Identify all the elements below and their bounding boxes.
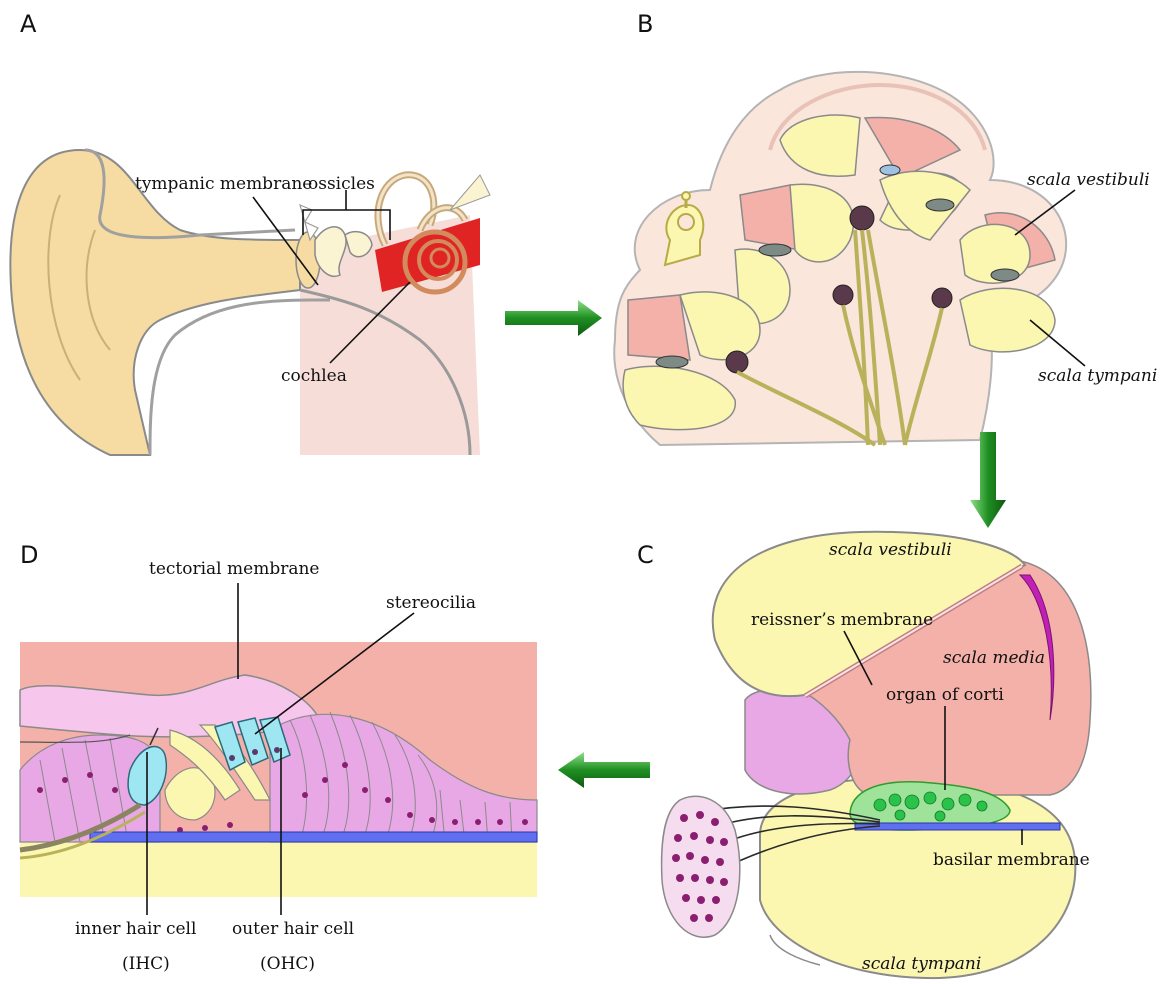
- label-inner-hair-cell: inner hair cell: [75, 919, 196, 939]
- label-outer-hair-cell: outer hair cell: [232, 919, 354, 939]
- label-stereocilia: stereocilia: [386, 593, 476, 613]
- arrow-c-to-d: [558, 752, 650, 788]
- label-ohc-abbr: (OHC): [260, 954, 315, 974]
- label-scala-tympani-b: scala tympani: [1038, 366, 1157, 386]
- organ-of-corti-detail: [20, 642, 537, 897]
- label-ihc-abbr: (IHC): [122, 954, 170, 974]
- label-scala-vestibuli-c: scala vestibuli: [829, 540, 952, 560]
- label-ossicles: ossicles: [308, 174, 375, 194]
- label-tympanic-membrane: tympanic membrane: [135, 174, 312, 194]
- panel-b-letter: B: [637, 10, 653, 38]
- arrow-b-to-c: [970, 432, 1006, 528]
- panel-c: C: [637, 532, 1091, 978]
- label-basilar-membrane: basilar membrane: [933, 850, 1090, 870]
- label-tectorial-membrane: tectorial membrane: [149, 559, 319, 579]
- panel-a-letter: A: [20, 10, 37, 38]
- cochlea-cross-section: [614, 72, 1066, 445]
- basilar-membrane-shape: [855, 823, 1060, 830]
- label-cochlea: cochlea: [281, 366, 347, 386]
- label-organ-of-corti: organ of corti: [886, 685, 1004, 705]
- ear-illustration: [10, 150, 490, 455]
- basilar-membrane-detail: [90, 832, 537, 842]
- arrow-a-to-b: [505, 300, 602, 336]
- label-scala-media: scala media: [943, 648, 1045, 668]
- label-scala-vestibuli-b: scala vestibuli: [1027, 170, 1150, 190]
- label-scala-tympani-c: scala tympani: [862, 954, 981, 974]
- panel-d: D: [20, 541, 537, 974]
- label-reissners-membrane: reissner’s membrane: [751, 610, 933, 630]
- panel-a: A: [10, 10, 490, 455]
- panel-d-letter: D: [20, 541, 38, 569]
- cochlea-turn-illustration: [662, 532, 1091, 978]
- panel-c-letter: C: [637, 541, 654, 569]
- panel-b: B: [614, 10, 1157, 445]
